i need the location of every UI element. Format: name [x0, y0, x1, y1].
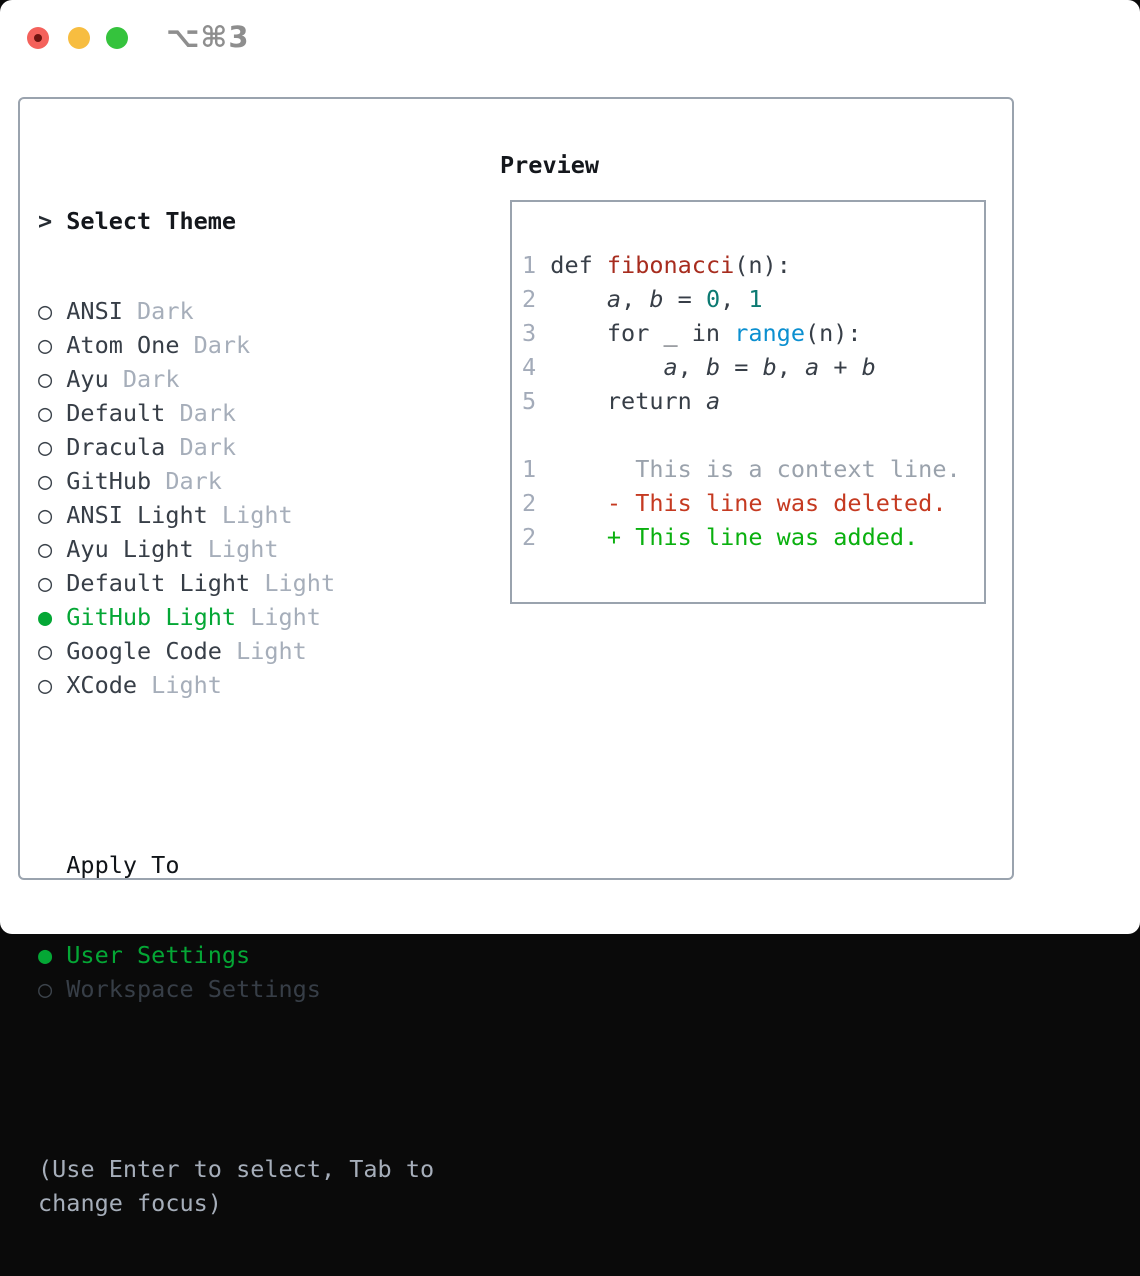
theme-name: ANSI [66, 297, 123, 325]
code-line: 2 + This line was added. [522, 523, 919, 551]
close-button[interactable] [27, 27, 49, 49]
radio-icon: ○ [38, 569, 53, 597]
theme-option-ayu[interactable]: ○ Ayu Dark [38, 362, 434, 396]
theme-name: XCode [66, 671, 138, 699]
theme-variant: Dark [108, 365, 180, 393]
code-line: 1 def fibonacci(n): [522, 251, 791, 279]
theme-option-xcode[interactable]: ○ XCode Light [38, 668, 434, 702]
theme-variant: Dark [122, 297, 194, 325]
code-line [522, 418, 984, 452]
code-line: 2 - This line was deleted. [522, 489, 947, 517]
preview-box: 1 def fibonacci(n): 2 a, b = 0, 1 3 for _ … [510, 200, 986, 604]
theme-variant: Light [236, 603, 321, 631]
theme-variant: Light [207, 501, 293, 529]
prompt-icon: > [38, 207, 53, 235]
close-dot-icon [34, 34, 42, 42]
preview-title: Preview [500, 151, 600, 179]
radio-icon: ○ [38, 399, 53, 427]
code-line: 5 return a [522, 387, 721, 415]
theme-name: Ayu Light [66, 535, 194, 563]
apply-option-user-settings[interactable]: ● User Settings [38, 938, 434, 972]
radio-icon: ○ [38, 297, 53, 325]
hint-text: change focus) [38, 1189, 222, 1217]
theme-option-default[interactable]: ○ Default Dark [38, 396, 434, 430]
window-shortcut-label: ⌥⌘3 [166, 20, 250, 54]
keyboard-hint: (Use Enter to select, Tab to change focus… [38, 1152, 434, 1220]
hint-text: (Use Enter to select, Tab to [38, 1155, 435, 1183]
radio-icon: ○ [38, 637, 53, 665]
code-line: 4 a, b = b, a + b [522, 353, 876, 381]
theme-option-ansi[interactable]: ○ ANSI Dark [38, 294, 434, 328]
radio-icon: ○ [38, 433, 53, 461]
code-line: 1 This is a context line. [522, 455, 961, 483]
theme-option-github[interactable]: ○ GitHub Dark [38, 464, 434, 498]
spacer [38, 1062, 434, 1096]
apply-to-header: Apply To [66, 851, 180, 879]
radio-icon: ○ [38, 975, 53, 1003]
option-name: User Settings [66, 941, 251, 969]
theme-name: GitHub Light [66, 603, 237, 631]
theme-option-ansi-light[interactable]: ○ ANSI Light Light [38, 498, 434, 532]
theme-option-ayu-light[interactable]: ○ Ayu Light Light [38, 532, 434, 566]
theme-variant: Dark [165, 433, 237, 461]
select-theme-header: > Select Theme [38, 204, 434, 238]
radio-icon: ○ [38, 365, 53, 393]
spacer [38, 758, 434, 792]
radio-icon: ○ [38, 671, 53, 699]
theme-variant: Light [193, 535, 279, 563]
theme-list: ○ ANSI Dark ○ Atom One Dark ○ Ayu Dark ○ Defaul… [38, 294, 434, 702]
apply-to-options: ● User Settings ○ Workspace Settings [38, 938, 434, 1006]
theme-option-dracula[interactable]: ○ Dracula Dark [38, 430, 434, 464]
apply-option-workspace-settings[interactable]: ○ Workspace Settings [38, 972, 434, 1006]
theme-name: Default [66, 399, 166, 427]
option-name: Workspace Settings [66, 975, 321, 1003]
theme-variant: Dark [179, 331, 251, 359]
theme-list-section: > Select Theme ○ ANSI Dark ○ Atom One Dark ○ A… [38, 148, 434, 1276]
theme-option-atom-one[interactable]: ○ Atom One Dark [38, 328, 434, 362]
theme-name: Atom One [66, 331, 180, 359]
radio-icon: ○ [38, 501, 53, 529]
radio-icon: ○ [38, 535, 53, 563]
theme-variant: Dark [151, 467, 222, 495]
code-line: 3 for _ in range(n): [522, 319, 862, 347]
theme-name: Dracula [66, 433, 166, 461]
theme-option-default-light[interactable]: ○ Default Light Light [38, 566, 434, 600]
code-preview: 1 def fibonacci(n): 2 a, b = 0, 1 3 for _ … [512, 202, 984, 554]
theme-name: Default Light [66, 569, 251, 597]
code-line: 2 a, b = 0, 1 [522, 285, 763, 313]
theme-name: Google Code [66, 637, 222, 665]
theme-name: GitHub [66, 467, 152, 495]
radio-icon: ● [38, 603, 53, 631]
minimize-button[interactable] [68, 27, 90, 49]
preview-header: Preview [500, 148, 599, 182]
theme-variant: Light [250, 569, 336, 597]
radio-icon: ○ [38, 331, 53, 359]
titlebar: ⌥⌘3 [0, 0, 1140, 76]
theme-option-google-code[interactable]: ○ Google Code Light [38, 634, 434, 668]
app-window: ⌥⌘3 > Select Theme ○ ANSI Dark ○ Atom One Da… [0, 0, 1140, 1217]
theme-variant: Light [137, 671, 222, 699]
select-theme-title: Select Theme [66, 207, 237, 235]
theme-variant: Dark [165, 399, 237, 427]
theme-name: Ayu [66, 365, 109, 393]
theme-picker-panel: > Select Theme ○ ANSI Dark ○ Atom One Dark ○ A… [18, 97, 1014, 1217]
theme-name: ANSI Light [66, 501, 208, 529]
theme-variant: Light [221, 637, 307, 665]
zoom-button[interactable] [106, 27, 128, 49]
radio-icon: ● [38, 941, 53, 969]
radio-icon: ○ [38, 467, 53, 495]
theme-option-github-light[interactable]: ● GitHub Light Light [38, 600, 434, 634]
